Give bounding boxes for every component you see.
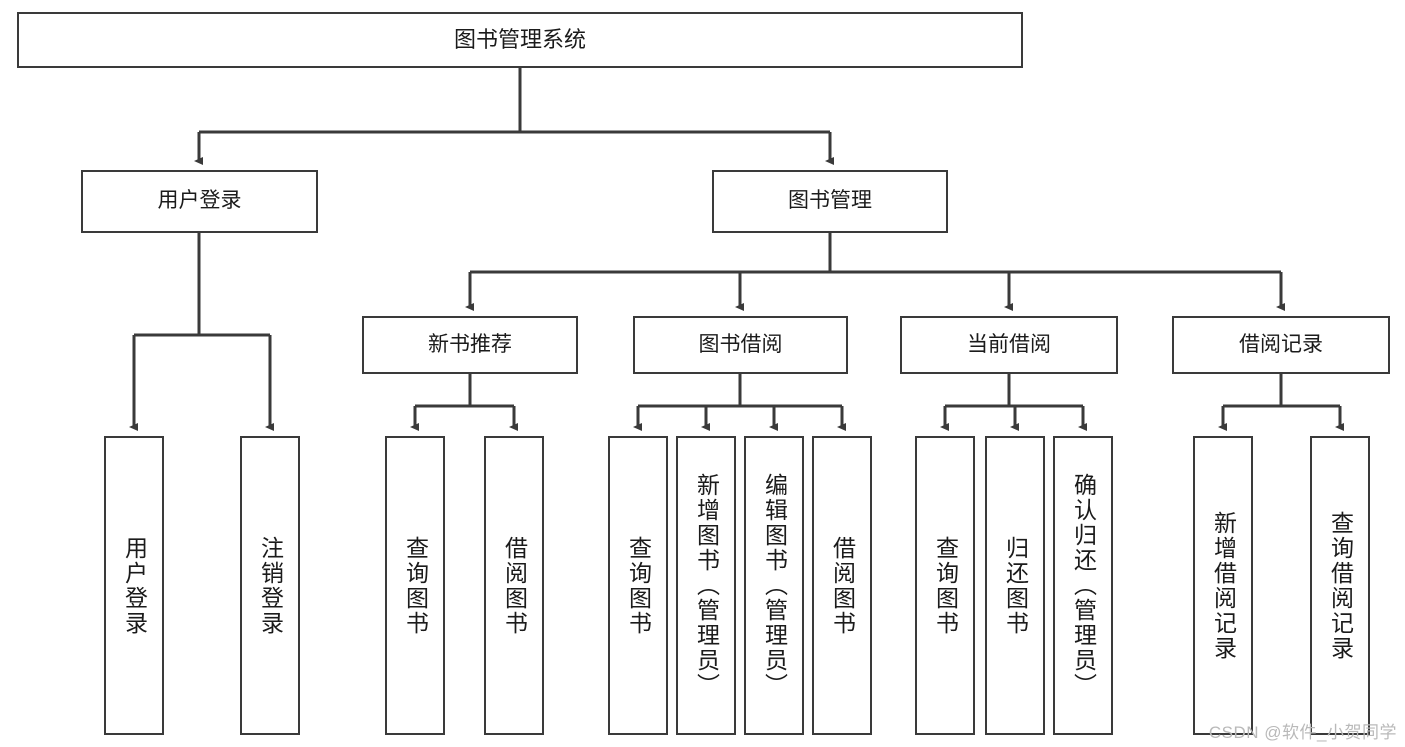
node-label: 借阅图书	[501, 535, 528, 636]
node-borrow-record[interactable]: 借阅记录	[1172, 316, 1390, 374]
node-label: 用户登录	[157, 189, 242, 213]
node-label: 查询图书	[932, 535, 959, 636]
node-book-borrow[interactable]: 图书借阅	[633, 316, 848, 374]
leaf-book-borrow-edit-book-admin[interactable]: 编辑图书（管理员）	[744, 436, 804, 735]
leaf-new-book-borrow-book[interactable]: 借阅图书	[484, 436, 544, 735]
node-label: 新增图书（管理员）	[693, 473, 720, 698]
leaf-user-login-login[interactable]: 用户登录	[104, 436, 164, 735]
node-label: 确认归还（管理员）	[1070, 473, 1097, 698]
node-label: 图书管理	[788, 189, 872, 213]
watermark-text: CSDN @软件_小贺同学	[1208, 723, 1397, 742]
leaf-current-borrow-confirm-return-admin[interactable]: 确认归还（管理员）	[1053, 436, 1113, 735]
leaf-book-borrow-query-book[interactable]: 查询图书	[608, 436, 668, 735]
node-label: 借阅图书	[829, 535, 856, 636]
node-label: 图书管理系统	[453, 27, 586, 53]
node-label: 图书借阅	[698, 332, 783, 356]
node-label: 当前借阅	[967, 332, 1051, 356]
node-label: 用户登录	[121, 535, 148, 636]
node-new-book-recommend[interactable]: 新书推荐	[362, 316, 578, 374]
leaf-current-borrow-return-book[interactable]: 归还图书	[985, 436, 1045, 735]
leaf-new-book-query-book[interactable]: 查询图书	[385, 436, 445, 735]
leaf-borrow-record-query-record[interactable]: 查询借阅记录	[1310, 436, 1370, 735]
node-label: 注销登录	[257, 535, 284, 636]
node-label: 归还图书	[1002, 535, 1029, 636]
node-label: 查询借阅记录	[1327, 510, 1354, 661]
leaf-user-login-logout[interactable]: 注销登录	[240, 436, 300, 735]
leaf-book-borrow-borrow-book[interactable]: 借阅图书	[812, 436, 872, 735]
node-label: 查询图书	[402, 535, 429, 636]
leaf-borrow-record-add-record[interactable]: 新增借阅记录	[1193, 436, 1253, 735]
node-book-management[interactable]: 图书管理	[712, 170, 948, 233]
node-label: 借阅记录	[1239, 332, 1323, 356]
node-label: 新书推荐	[428, 332, 512, 356]
leaf-book-borrow-add-book-admin[interactable]: 新增图书（管理员）	[676, 436, 736, 735]
node-label: 新增借阅记录	[1210, 510, 1237, 661]
node-user-login[interactable]: 用户登录	[81, 170, 318, 233]
leaf-current-borrow-query-book[interactable]: 查询图书	[915, 436, 975, 735]
node-root-book-management-system[interactable]: 图书管理系统	[17, 12, 1023, 68]
node-label: 查询图书	[625, 535, 652, 636]
node-current-borrow[interactable]: 当前借阅	[900, 316, 1118, 374]
node-label: 编辑图书（管理员）	[761, 473, 788, 698]
